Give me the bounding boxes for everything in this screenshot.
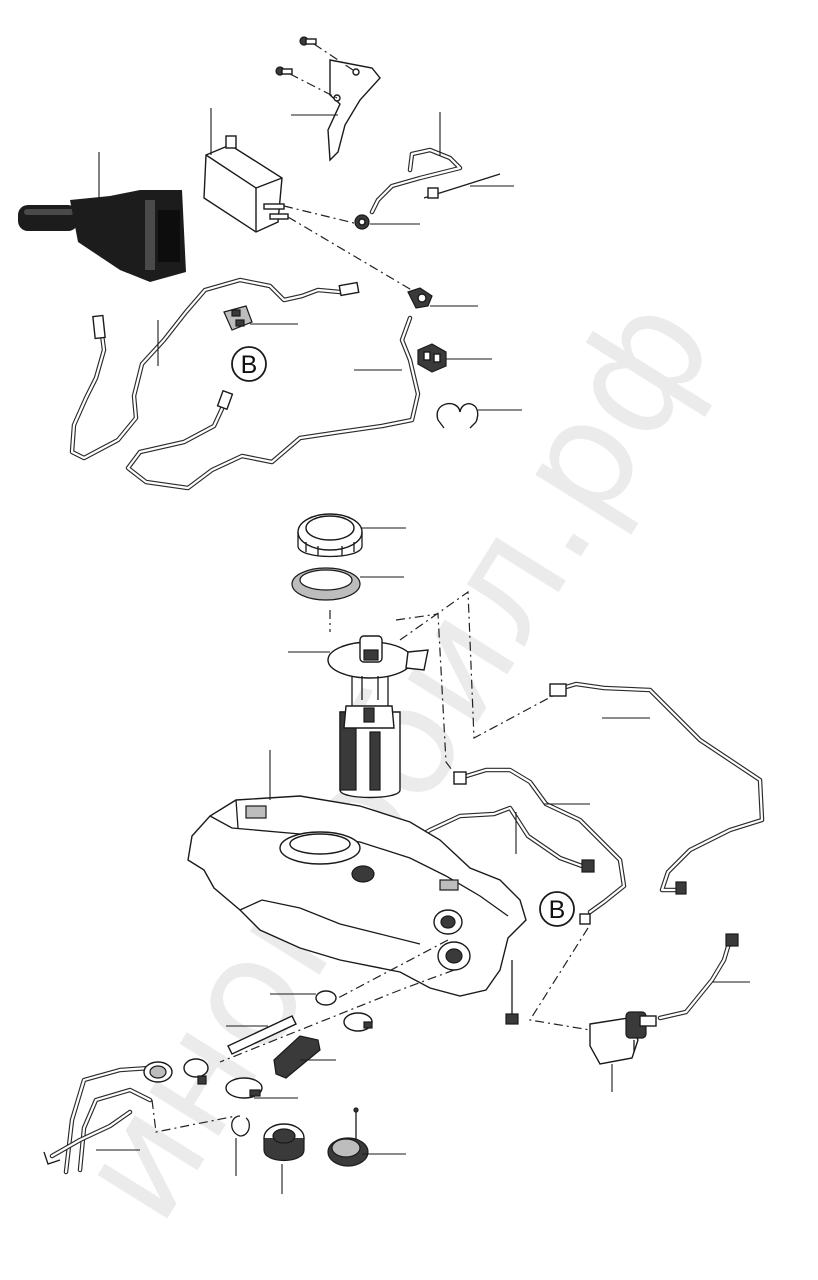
omega-clip: [436, 402, 479, 429]
hose-strap: [423, 173, 501, 199]
pipe-connector-clip: [407, 287, 433, 309]
fuel-return-line-upper: [125, 315, 421, 491]
filter-outlet-line: [657, 933, 739, 1021]
fuel-pump-seal: [291, 567, 361, 601]
pipe-clip-small: [223, 305, 253, 331]
bolt-1: [299, 36, 317, 46]
callout-b-upper: B: [231, 346, 267, 382]
hose-clamp-3: [183, 1058, 209, 1085]
filler-hose: [273, 1035, 321, 1079]
fuel-tank: [187, 795, 527, 997]
fuel-filter: [589, 1011, 657, 1065]
filler-neck-cup: [263, 1123, 305, 1161]
quick-connector-photo: [18, 190, 186, 282]
callout-b-lower-label: B: [549, 896, 566, 924]
fuel-cap: [327, 1107, 369, 1167]
evap-canister: [203, 135, 289, 233]
pipe-retainer-clip: [417, 343, 447, 373]
filler-hose-clamp-2: [343, 1012, 373, 1032]
filler-hose-clamp-1: [315, 990, 337, 1006]
fuel-line-right-long: [549, 681, 765, 895]
fuel-pump-module: [327, 635, 429, 799]
tank-mounting-bolt: [505, 960, 519, 1025]
bolt-2: [275, 66, 293, 76]
line-connector: [579, 913, 591, 925]
hose-clamp-upper: [354, 214, 370, 230]
hose-clamp-4: [225, 1077, 263, 1099]
snap-ring: [231, 1115, 251, 1137]
fuel-line-right-mid: [453, 767, 627, 915]
vent-hose: [227, 1015, 297, 1055]
callout-b-upper-label: B: [241, 351, 258, 379]
vapor-hose: [369, 147, 463, 215]
fuel-pump-lock-ring: [297, 513, 363, 558]
filler-pipe-assembly: [43, 1061, 173, 1175]
callout-b-lower: B: [539, 891, 575, 927]
heat-shield-bracket: [327, 59, 381, 162]
fuel-feed-line-upper: [69, 277, 360, 461]
